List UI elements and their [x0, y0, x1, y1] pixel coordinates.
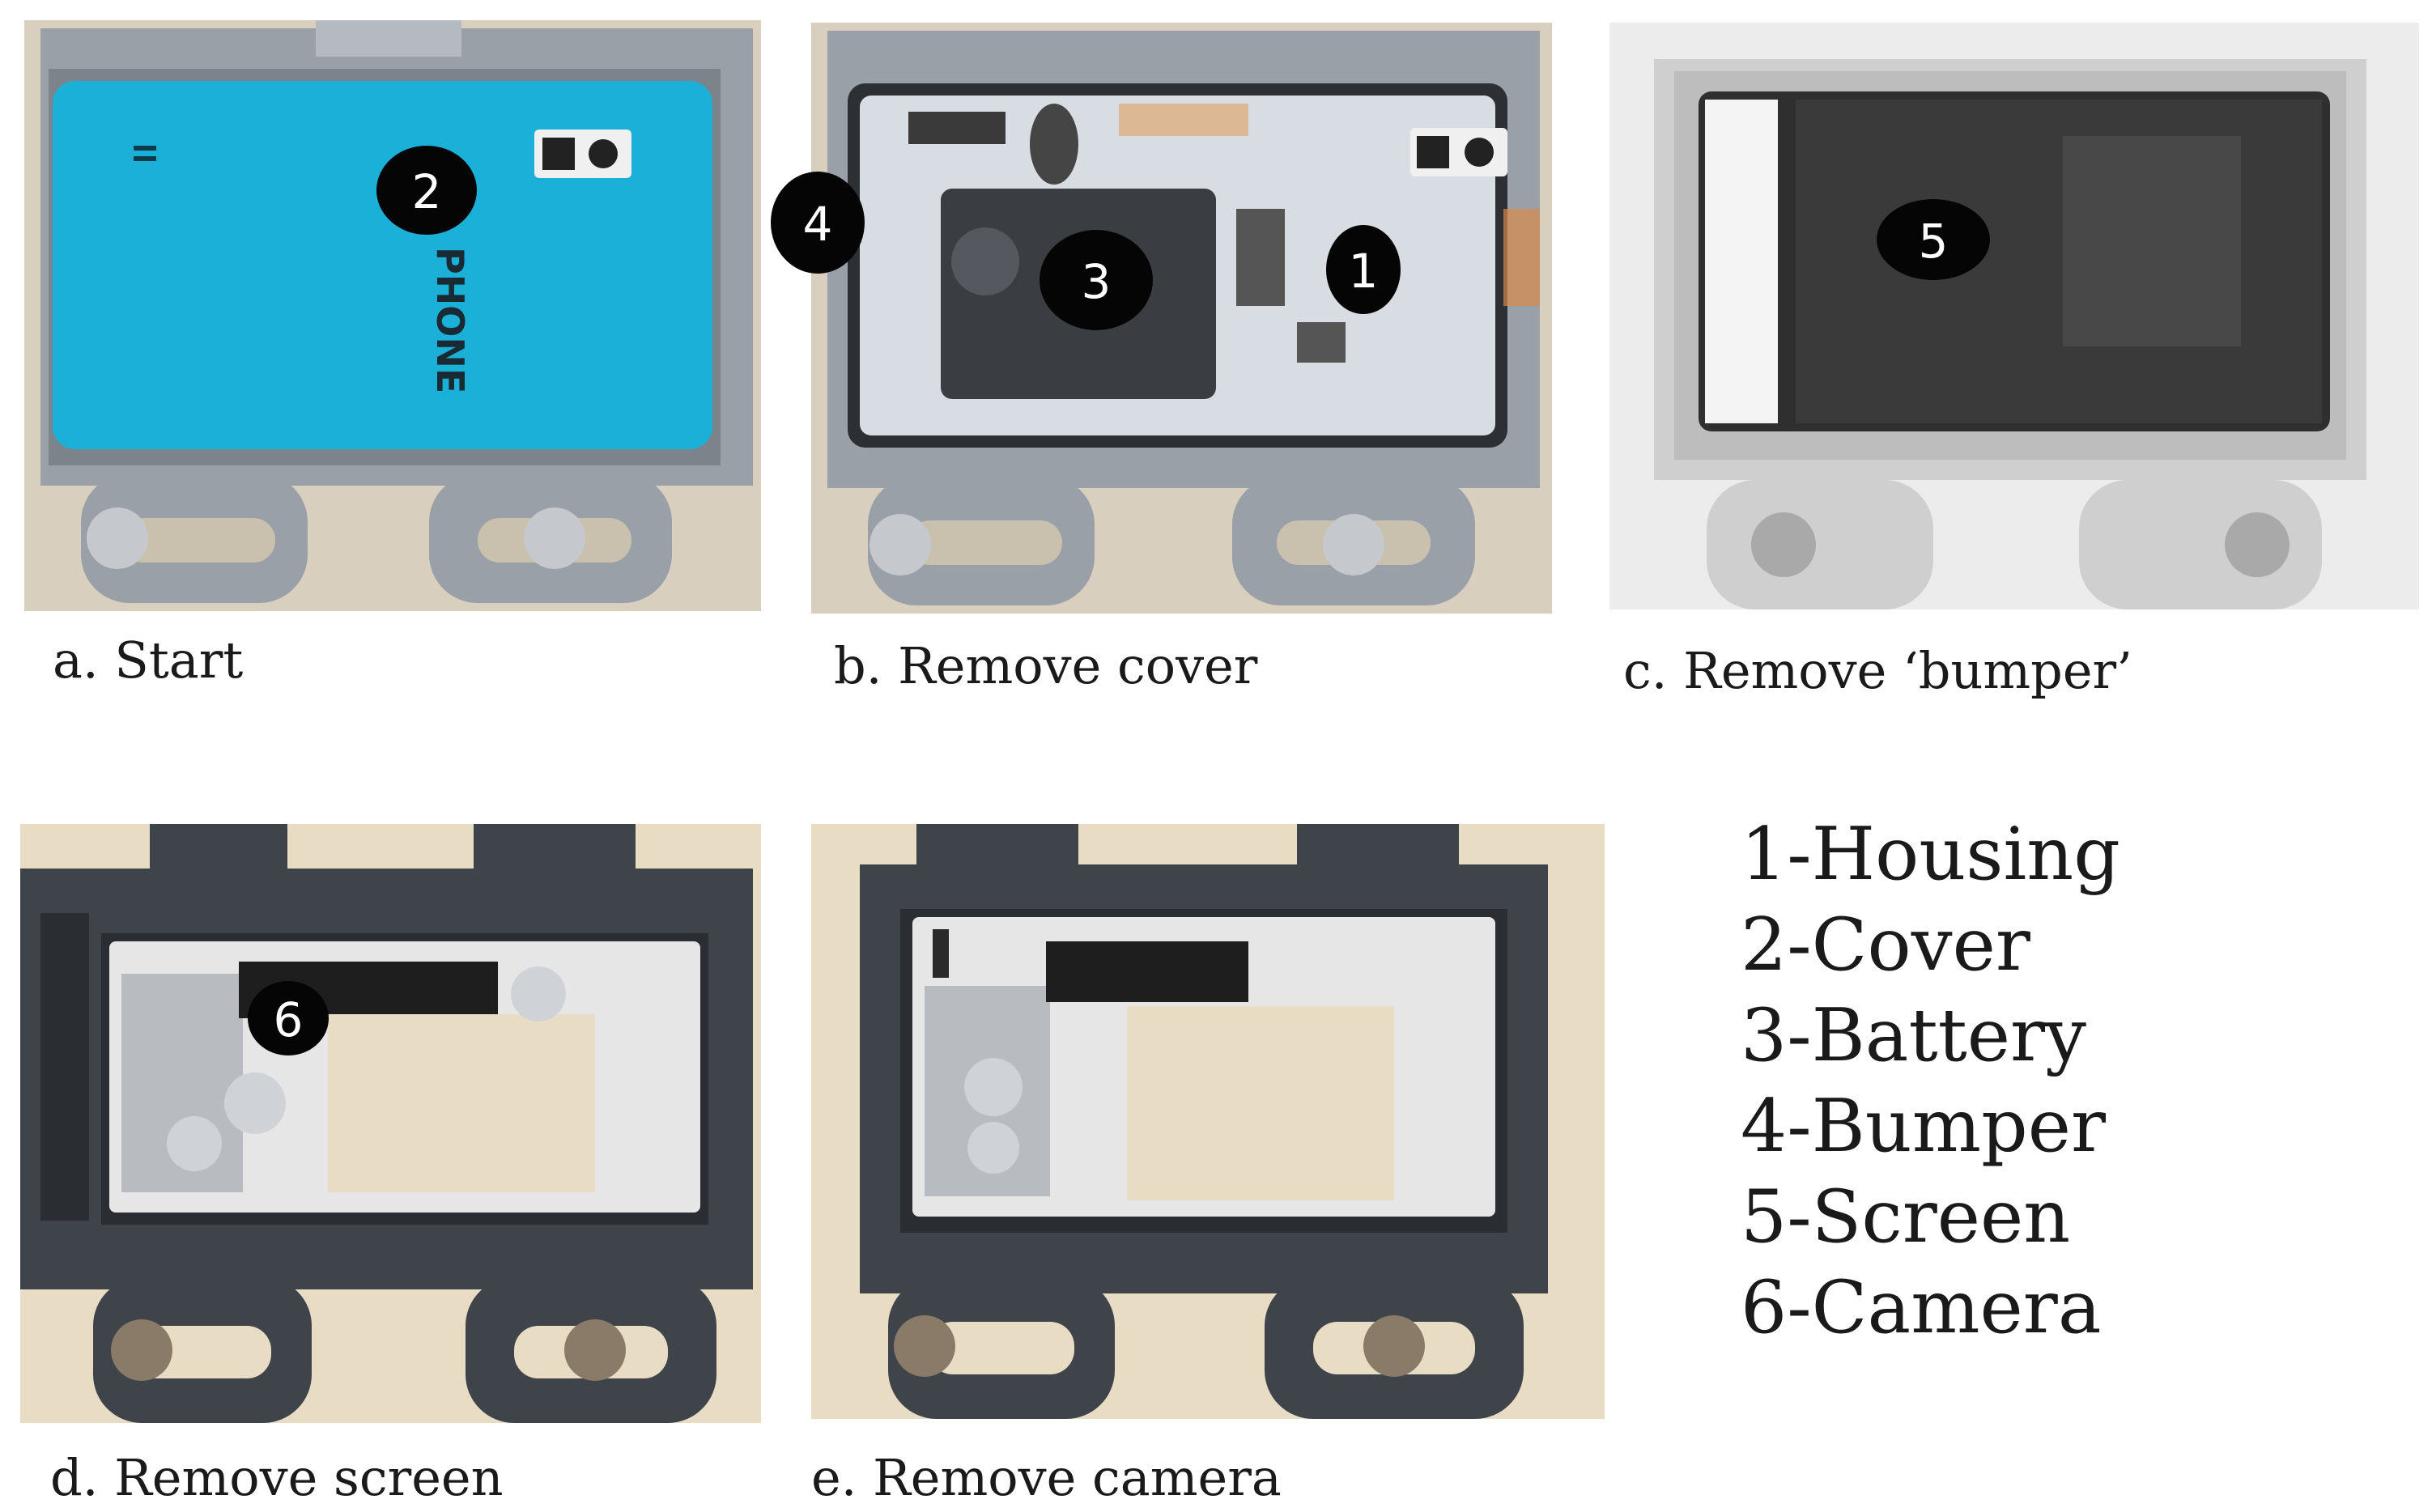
phone-brand-text: PHONE: [428, 247, 472, 393]
component-legend: 1-Housing 2-Cover 3-Battery 4-Bumper 5-S…: [1741, 809, 2307, 1353]
legend-item-screen: 5-Screen: [1741, 1174, 2071, 1259]
caption-c: c. Remove ‘bumper’: [1623, 641, 2132, 700]
marker-4: 4: [771, 172, 865, 274]
marker-2: 2: [376, 146, 477, 235]
legend-item-battery: 3-Battery: [1741, 993, 2086, 1078]
svg-text:1: 1: [1349, 244, 1379, 299]
svg-text:6: 6: [274, 992, 304, 1047]
marker-1: 1: [1326, 225, 1401, 314]
caption-d: d. Remove screen: [50, 1448, 504, 1507]
legend-item-housing: 1-Housing: [1741, 812, 2120, 897]
svg-text:5: 5: [1919, 214, 1949, 269]
photo-panel-e-remove-camera: [811, 824, 1605, 1419]
photo-panel-c-remove-bumper: 5: [1609, 23, 2419, 609]
photo-panel-b-remove-cover: 3 1: [811, 23, 1552, 614]
marker-5: 5: [1877, 199, 1990, 280]
legend-item-cover: 2-Cover: [1741, 903, 2030, 987]
svg-text:2: 2: [412, 164, 442, 219]
marker-6: 6: [248, 981, 329, 1055]
legend-item-camera: 6-Camera: [1741, 1265, 2102, 1350]
photo-panel-a-start: PHONE 2: [24, 20, 761, 611]
svg-text:3: 3: [1082, 254, 1112, 309]
legend-item-bumper: 4-Bumper: [1741, 1084, 2107, 1169]
marker-3: 3: [1040, 230, 1153, 330]
caption-e: e. Remove camera: [811, 1448, 1282, 1507]
svg-text:4: 4: [803, 197, 833, 252]
photo-panel-d-remove-screen: 6: [20, 824, 761, 1423]
caption-b: b. Remove cover: [834, 636, 1258, 695]
caption-a: a. Start: [53, 631, 244, 690]
